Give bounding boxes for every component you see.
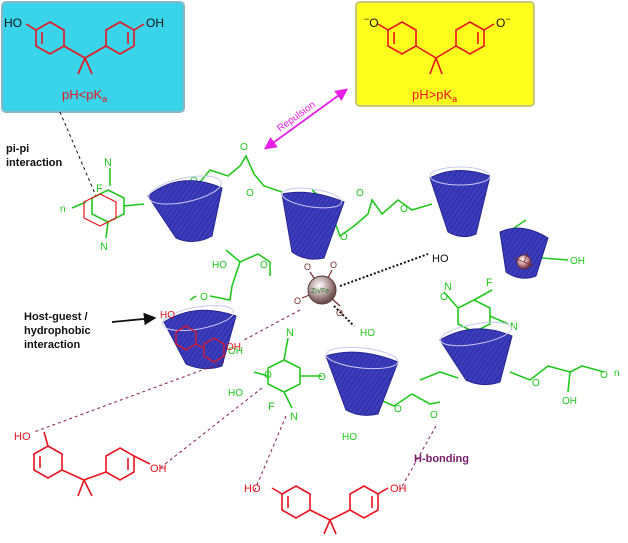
o-minus-top: O	[240, 142, 248, 153]
cyclodextrin-3	[429, 166, 491, 238]
cyclodextrin-7	[499, 227, 549, 279]
ho-label: HO	[4, 16, 22, 30]
hbonding-label: H-bonding	[414, 453, 469, 465]
ho-guest: HO	[160, 310, 175, 321]
bpa-stacked-ring	[83, 193, 117, 227]
basic-bpa-box: −O O− pH>pKa	[355, 1, 535, 107]
free-bpa-bottom	[271, 485, 389, 535]
ether-o-12: O	[440, 292, 448, 303]
free-bpa-left	[33, 431, 151, 497]
ether-o-3: O	[340, 232, 348, 243]
ether-o-11: O	[600, 370, 608, 381]
ho-cd-top: HO	[432, 253, 449, 265]
o-minus-right: O−	[496, 14, 511, 30]
cyclodextrin-2	[281, 187, 345, 260]
ether-o-10: O	[532, 378, 540, 389]
repeat-n-left: n	[60, 204, 66, 215]
ether-o-5: O	[260, 260, 268, 271]
oh-chain-right: OH	[562, 396, 577, 407]
ether-o-4: O	[400, 204, 408, 215]
nitrile-n-top: N	[104, 157, 112, 169]
o-minus-left: −O	[364, 14, 379, 30]
pipi-label-1: pi-pi	[6, 143, 29, 155]
fluorine-right: F	[486, 277, 493, 289]
hostguest-label-1: Host-guest /	[24, 311, 88, 323]
repulsion-arrow: Repulsion	[263, 88, 349, 150]
pipi-connector	[59, 111, 97, 197]
ether-o-7: O	[264, 370, 272, 381]
hostguest-arrow	[111, 312, 157, 326]
hostguest-label-2: hydrophobic	[24, 325, 91, 337]
ho-cd-bottom: HO	[360, 328, 375, 339]
pipi-label-2: interaction	[6, 157, 63, 169]
acidic-bpa-box: HO OH pH<pKa	[1, 1, 185, 113]
o-minus-mid: O	[356, 188, 364, 199]
hostguest-label-3: interaction	[24, 339, 81, 351]
oh-label: OH	[146, 16, 164, 30]
metal-label: Zn/Fe	[311, 288, 329, 295]
ether-o-6: O	[200, 292, 208, 303]
nitrile-n-bottom: N	[100, 241, 108, 253]
ho-cd-bottom-low: HO	[342, 432, 357, 443]
ether-o-2: O	[246, 188, 254, 199]
ether-o-8: O	[318, 372, 326, 383]
acidic-ph-label: pH<pKa	[62, 87, 107, 104]
metal-o-1: O	[304, 262, 311, 272]
ho-cd-left: HO	[228, 388, 243, 399]
coordination-bonds	[333, 253, 429, 327]
metal-o-3: O	[294, 296, 301, 306]
nitrile-n-right-low: N	[510, 321, 518, 333]
nitrile-n-mid: N	[286, 327, 294, 339]
cyclodextrin-5	[325, 346, 399, 416]
ho-chain-mid: HO	[212, 260, 227, 271]
oh-cd-left: OH	[228, 346, 243, 357]
oh-free-left: OH	[150, 463, 167, 475]
o-minus-bottom: O	[430, 410, 438, 421]
metal-o-4: O	[336, 308, 343, 318]
cyclodextrin-1	[147, 175, 223, 242]
metal-node: O O O O Zn/Fe	[294, 260, 343, 318]
cyclodextrin-6	[439, 321, 513, 386]
hbond-lines	[33, 309, 437, 493]
ho-free-left: HO	[14, 431, 31, 443]
oh-guest: OH	[226, 342, 241, 353]
oh-free-bottom: OH	[390, 483, 407, 495]
bpa-neutral-structure	[25, 21, 145, 75]
fluorine-mid: F	[268, 401, 275, 413]
nitrile-n-low: N	[290, 411, 298, 423]
nitrile-n-right-top: N	[444, 281, 452, 293]
ether-o-9: O	[394, 404, 402, 415]
ho-free-bottom: HO	[244, 483, 261, 495]
basic-ph-label: pH>pKa	[412, 87, 457, 104]
bpa-anion-structure	[377, 21, 495, 75]
repeat-n-right: n	[614, 368, 620, 379]
metal-o-2: O	[330, 260, 337, 270]
oh-cd-right: OH	[570, 256, 585, 267]
fluorine-top: F	[96, 183, 103, 195]
cyclodextrin-4	[161, 304, 237, 370]
metal-node-small	[513, 251, 535, 270]
bpa-included-guest	[175, 325, 225, 363]
repulsion-label: Repulsion	[275, 99, 317, 134]
